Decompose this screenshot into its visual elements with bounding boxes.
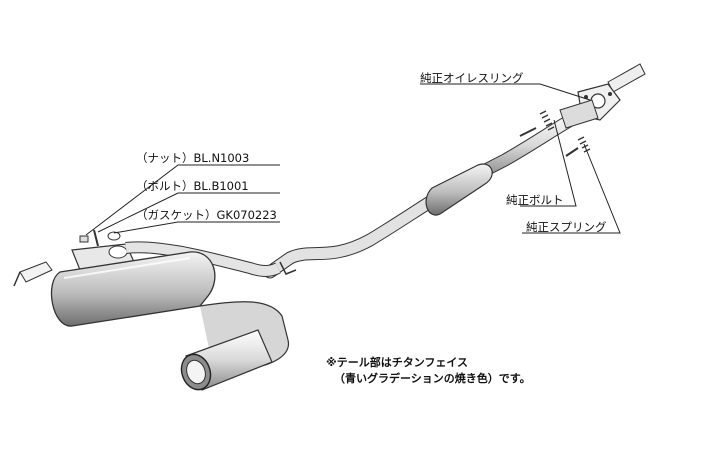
tail-note-line1: ※テール部はチタンフェイス	[326, 356, 469, 369]
tail-pipe	[180, 329, 273, 391]
genuine-springs	[519, 110, 591, 157]
resonator	[425, 163, 493, 216]
genuine-bolt-label: 純正ボルト	[506, 193, 564, 207]
front-flange	[559, 83, 621, 129]
leader-lines	[85, 83, 621, 236]
oil-ring-label: 純正オイレスリング	[420, 71, 524, 85]
tail-note-line2: （青いグラデーションの焼き色）です。	[334, 372, 531, 385]
hardware-parts	[79, 229, 121, 247]
mid-pipe	[263, 105, 592, 279]
front-pipe-stub	[607, 63, 646, 93]
genuine-spring-label: 純正スプリング	[526, 220, 607, 234]
gasket-label: （ガスケット）GK070223	[136, 208, 277, 222]
nut-label: （ナット）BL.N1003	[136, 151, 250, 165]
bolt-label: （ボルト）BL.B1001	[136, 179, 249, 193]
